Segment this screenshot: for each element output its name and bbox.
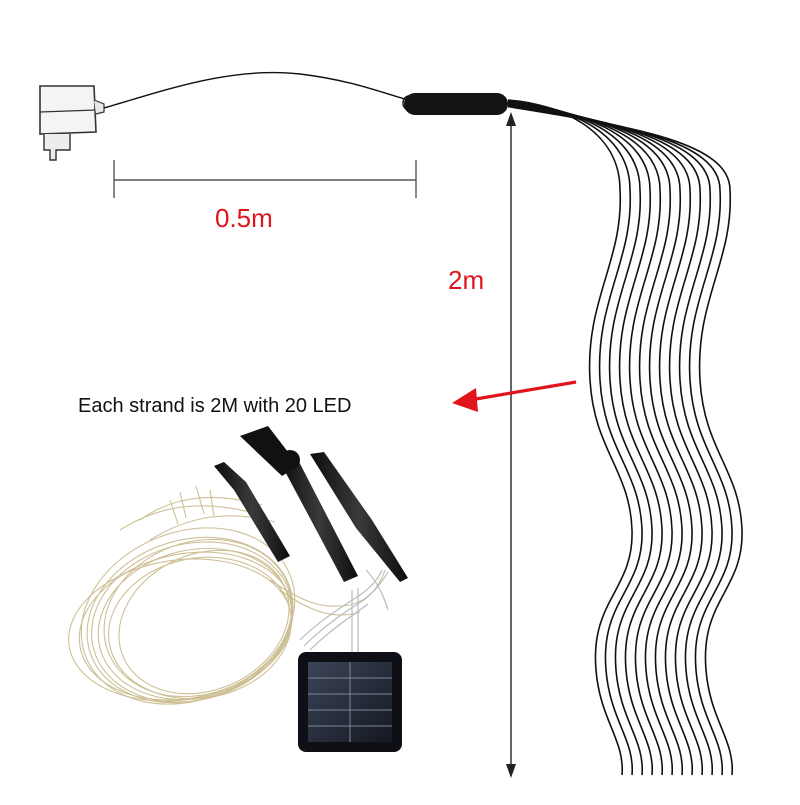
- led-strands: [507, 99, 743, 776]
- led-strand: [507, 101, 673, 776]
- strand-note: Each strand is 2M with 20 LED: [78, 395, 352, 417]
- led-strand: [507, 103, 703, 776]
- led-strand: [507, 102, 683, 776]
- strand-height-measure: [506, 112, 516, 778]
- controller-box-icon: [402, 93, 508, 115]
- solar-panel-icon: [298, 652, 402, 752]
- led-strand: [507, 100, 653, 776]
- led-strand: [507, 99, 643, 776]
- led-strand: [507, 99, 633, 776]
- power-cable: [103, 71, 409, 109]
- strand-pointer-arrow: [452, 380, 577, 412]
- led-strand: [507, 104, 723, 776]
- cable-length-measure: [113, 160, 417, 198]
- cable-length-label: 0.5m: [215, 203, 273, 233]
- wire-bundle: [299, 569, 389, 660]
- led-strand: [507, 105, 733, 776]
- ground-stake-icon: [214, 426, 408, 582]
- led-strand: [507, 104, 713, 776]
- led-strand: [507, 105, 743, 776]
- led-strand: [507, 102, 693, 776]
- power-adapter-icon: [39, 85, 105, 161]
- led-strand: [507, 101, 663, 776]
- strand-height-label: 2m: [448, 265, 485, 295]
- wire-coil-icon: [68, 485, 386, 705]
